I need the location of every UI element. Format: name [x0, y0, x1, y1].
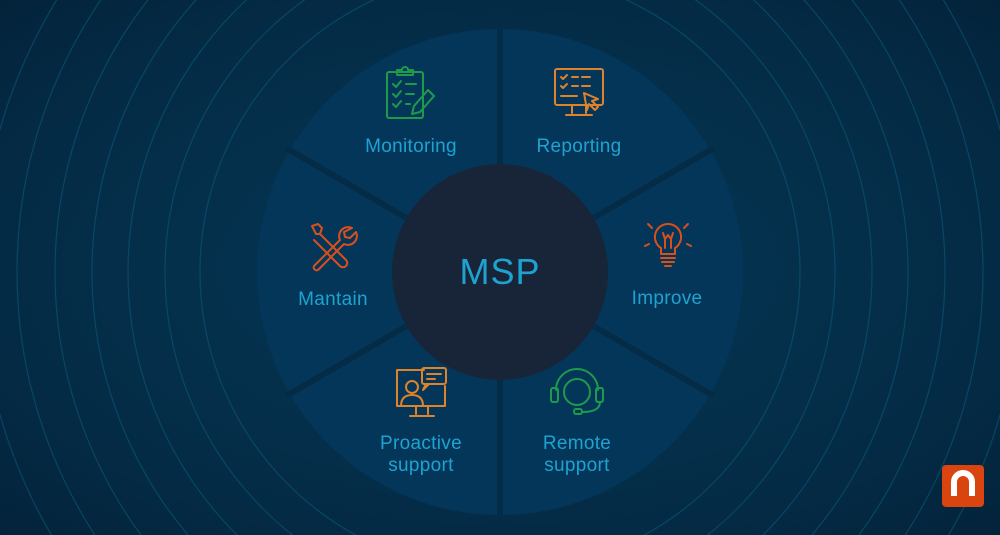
center-label: MSP [459, 251, 541, 292]
segment-label-line: Proactive [380, 433, 462, 454]
monitor-chat-person-icon [396, 367, 447, 417]
segment-label-mantain: Mantain [298, 289, 368, 310]
clipboard-checklist-icon [386, 66, 435, 119]
segment-label-remote-support: Remote support [543, 433, 611, 477]
headset-icon [550, 368, 604, 415]
center-circle [392, 164, 608, 380]
segment-label-improve: Improve [631, 288, 703, 309]
logo-n-icon [951, 470, 975, 496]
segment-label-monitoring: Monitoring [365, 136, 457, 157]
monitor-checklist-cursor-icon [554, 68, 604, 116]
segment-label-line: support [544, 455, 610, 476]
segment-label-line: support [388, 455, 454, 476]
lightbulb-icon [644, 222, 692, 267]
wrench-screwdriver-icon [311, 223, 358, 272]
ninjaone-logo [942, 465, 984, 507]
segment-label-line: Remote [542, 433, 612, 454]
segment-label-reporting: Reporting [536, 136, 622, 157]
segment-label-proactive-support: Proactive support [380, 433, 462, 477]
